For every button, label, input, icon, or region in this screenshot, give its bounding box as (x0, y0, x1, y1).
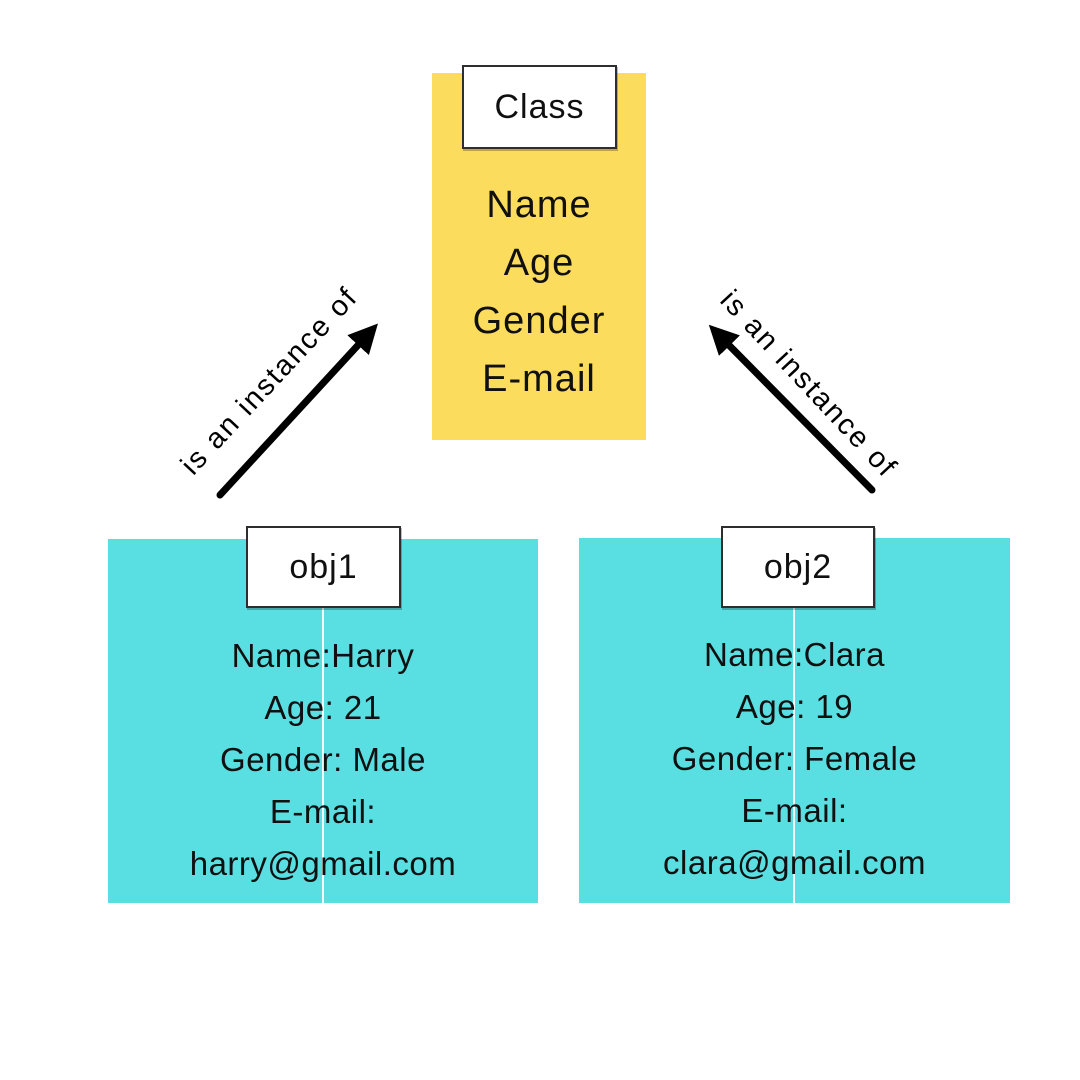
class-attribute: Gender (472, 300, 606, 342)
obj2-box-title: obj2 (721, 526, 875, 608)
obj1-attributes: Name:Harry Age: 21 Gender: Male E-mail: … (108, 630, 538, 890)
obj2-attribute: Name:Clara (703, 636, 886, 673)
obj2-attribute: E-mail: (741, 792, 848, 829)
obj2-attribute: Age: 19 (735, 688, 854, 725)
class-box: Class Name Age Gender E-mail (432, 65, 646, 440)
obj2-attribute: Gender: Female (671, 740, 918, 777)
center-divider-line (793, 608, 795, 903)
object-box-obj2: obj2 Name:Clara Age: 19 Gender: Female E… (579, 526, 1010, 903)
relation-label-obj1: is an instance of (174, 281, 365, 482)
obj1-attribute: E-mail: (269, 793, 377, 830)
obj1-attribute: Age: 21 (264, 689, 382, 726)
class-attribute: Name (486, 184, 592, 226)
class-box-title: Class (462, 65, 617, 149)
obj1-attribute: Name:Harry (231, 637, 415, 674)
center-divider-line (322, 608, 324, 903)
class-attribute: Age (503, 242, 575, 284)
relation-label-obj2: is an instance of (713, 284, 904, 485)
obj2-attributes: Name:Clara Age: 19 Gender: Female E-mail… (579, 629, 1010, 889)
class-attribute: E-mail (482, 358, 596, 400)
obj2-attribute: clara@gmail.com (663, 844, 926, 881)
object-box-obj1: obj1 Name:Harry Age: 21 Gender: Male E-m… (108, 526, 538, 903)
obj1-box-title: obj1 (246, 526, 401, 608)
class-attributes: Name Age Gender E-mail (432, 176, 646, 408)
obj1-attribute: Gender: Male (220, 741, 426, 778)
obj1-attribute: harry@gmail.com (189, 845, 457, 882)
